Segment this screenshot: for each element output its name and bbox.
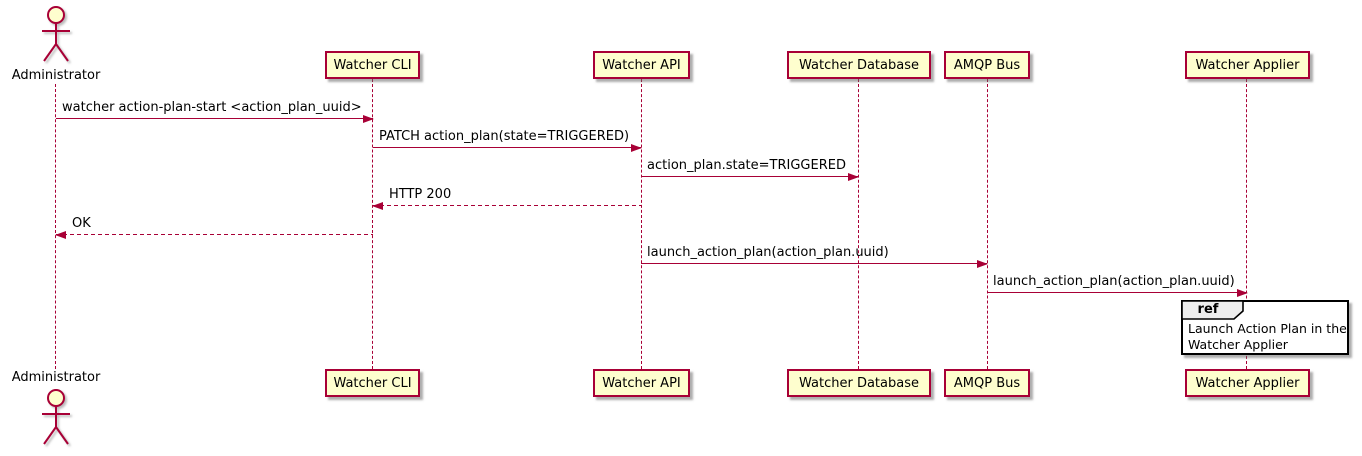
- message-arrow: [56, 114, 374, 123]
- message-label: PATCH action_plan(state=TRIGGERED): [379, 129, 630, 144]
- message-action-plan-start: watcher action-plan-start <action_plan_u…: [56, 99, 374, 123]
- message-label: launch_action_plan(action_plan.uuid): [993, 274, 1235, 289]
- message-launch-action-plan-api: launch_action_plan(action_plan.uuid): [641, 244, 988, 268]
- message-return-arrow: [55, 230, 373, 239]
- lifeline-administrator: [55, 84, 56, 369]
- arrowhead-left-icon: [55, 230, 66, 239]
- lifeline-watcher-cli: [372, 79, 373, 369]
- participant-watcher-api-bottom: Watcher API: [593, 369, 690, 397]
- participant-watcher-database-top: Watcher Database: [787, 51, 931, 79]
- ref-header-pentagon: ref: [1181, 300, 1246, 321]
- actor-stick-figure-icon: [42, 389, 70, 445]
- participant-label: Watcher Applier: [1195, 57, 1300, 73]
- message-launch-action-plan-amqp: launch_action_plan(action_plan.uuid): [987, 273, 1248, 297]
- participant-watcher-api-top: Watcher API: [593, 51, 690, 79]
- participant-label: Watcher Applier: [1195, 375, 1300, 391]
- participant-label: AMQP Bus: [953, 375, 1021, 391]
- participant-watcher-cli-bottom: Watcher CLI: [325, 369, 420, 397]
- participant-amqp-bus-bottom: AMQP Bus: [944, 369, 1030, 397]
- participant-label: Watcher Database: [799, 375, 919, 391]
- actor-label-bottom: Administrator: [11, 370, 101, 385]
- message-label: OK: [72, 216, 91, 231]
- participant-watcher-database-bottom: Watcher Database: [787, 369, 931, 397]
- participant-label: Watcher API: [602, 375, 681, 391]
- participant-label: Watcher CLI: [333, 57, 412, 73]
- actor-label-top: Administrator: [11, 68, 101, 83]
- arrowhead-right-icon: [631, 143, 642, 152]
- message-arrow: [987, 288, 1248, 297]
- message-label: watcher action-plan-start <action_plan_u…: [62, 100, 362, 115]
- participant-watcher-applier-top: Watcher Applier: [1185, 51, 1310, 79]
- message-label: action_plan.state=TRIGGERED: [647, 158, 846, 173]
- message-state-triggered: action_plan.state=TRIGGERED: [641, 157, 859, 181]
- arrowhead-left-icon: [372, 201, 383, 210]
- message-return-arrow: [372, 201, 641, 210]
- ref-pentagon-shape: [1181, 300, 1244, 320]
- arrowhead-right-icon: [363, 114, 374, 123]
- participant-watcher-cli-top: Watcher CLI: [325, 51, 420, 79]
- ref-fragment: ref Launch Action Plan in the Watcher Ap…: [1181, 300, 1349, 355]
- message-patch-action-plan: PATCH action_plan(state=TRIGGERED): [373, 128, 642, 152]
- message-arrow: [641, 172, 859, 181]
- participant-watcher-applier-bottom: Watcher Applier: [1185, 369, 1310, 397]
- lifeline-watcher-applier: [1246, 79, 1247, 369]
- participant-label: Watcher CLI: [333, 375, 412, 391]
- message-arrow: [641, 259, 988, 268]
- participant-amqp-bus-top: AMQP Bus: [944, 51, 1030, 79]
- message-label: HTTP 200: [389, 187, 452, 202]
- message-arrow: [373, 143, 642, 152]
- arrowhead-right-icon: [848, 172, 859, 181]
- lifeline-amqp-bus: [987, 79, 988, 369]
- message-http-200: HTTP 200: [372, 186, 641, 210]
- actor-stick-figure-icon: [42, 6, 70, 62]
- lifeline-watcher-database: [858, 79, 859, 369]
- ref-text: Launch Action Plan in the Watcher Applie…: [1188, 321, 1347, 353]
- ref-text-line-1: Launch Action Plan in the: [1188, 321, 1347, 336]
- ref-keyword: ref: [1197, 302, 1219, 317]
- participant-label: Watcher Database: [799, 57, 919, 73]
- ref-text-line-2: Watcher Applier: [1188, 337, 1288, 352]
- message-ok: OK: [55, 215, 373, 239]
- participant-label: Watcher API: [602, 57, 681, 73]
- message-label: launch_action_plan(action_plan.uuid): [647, 245, 889, 260]
- arrowhead-right-icon: [977, 259, 988, 268]
- lifeline-watcher-api: [641, 79, 642, 369]
- arrowhead-right-icon: [1237, 288, 1248, 297]
- participant-label: AMQP Bus: [953, 57, 1021, 73]
